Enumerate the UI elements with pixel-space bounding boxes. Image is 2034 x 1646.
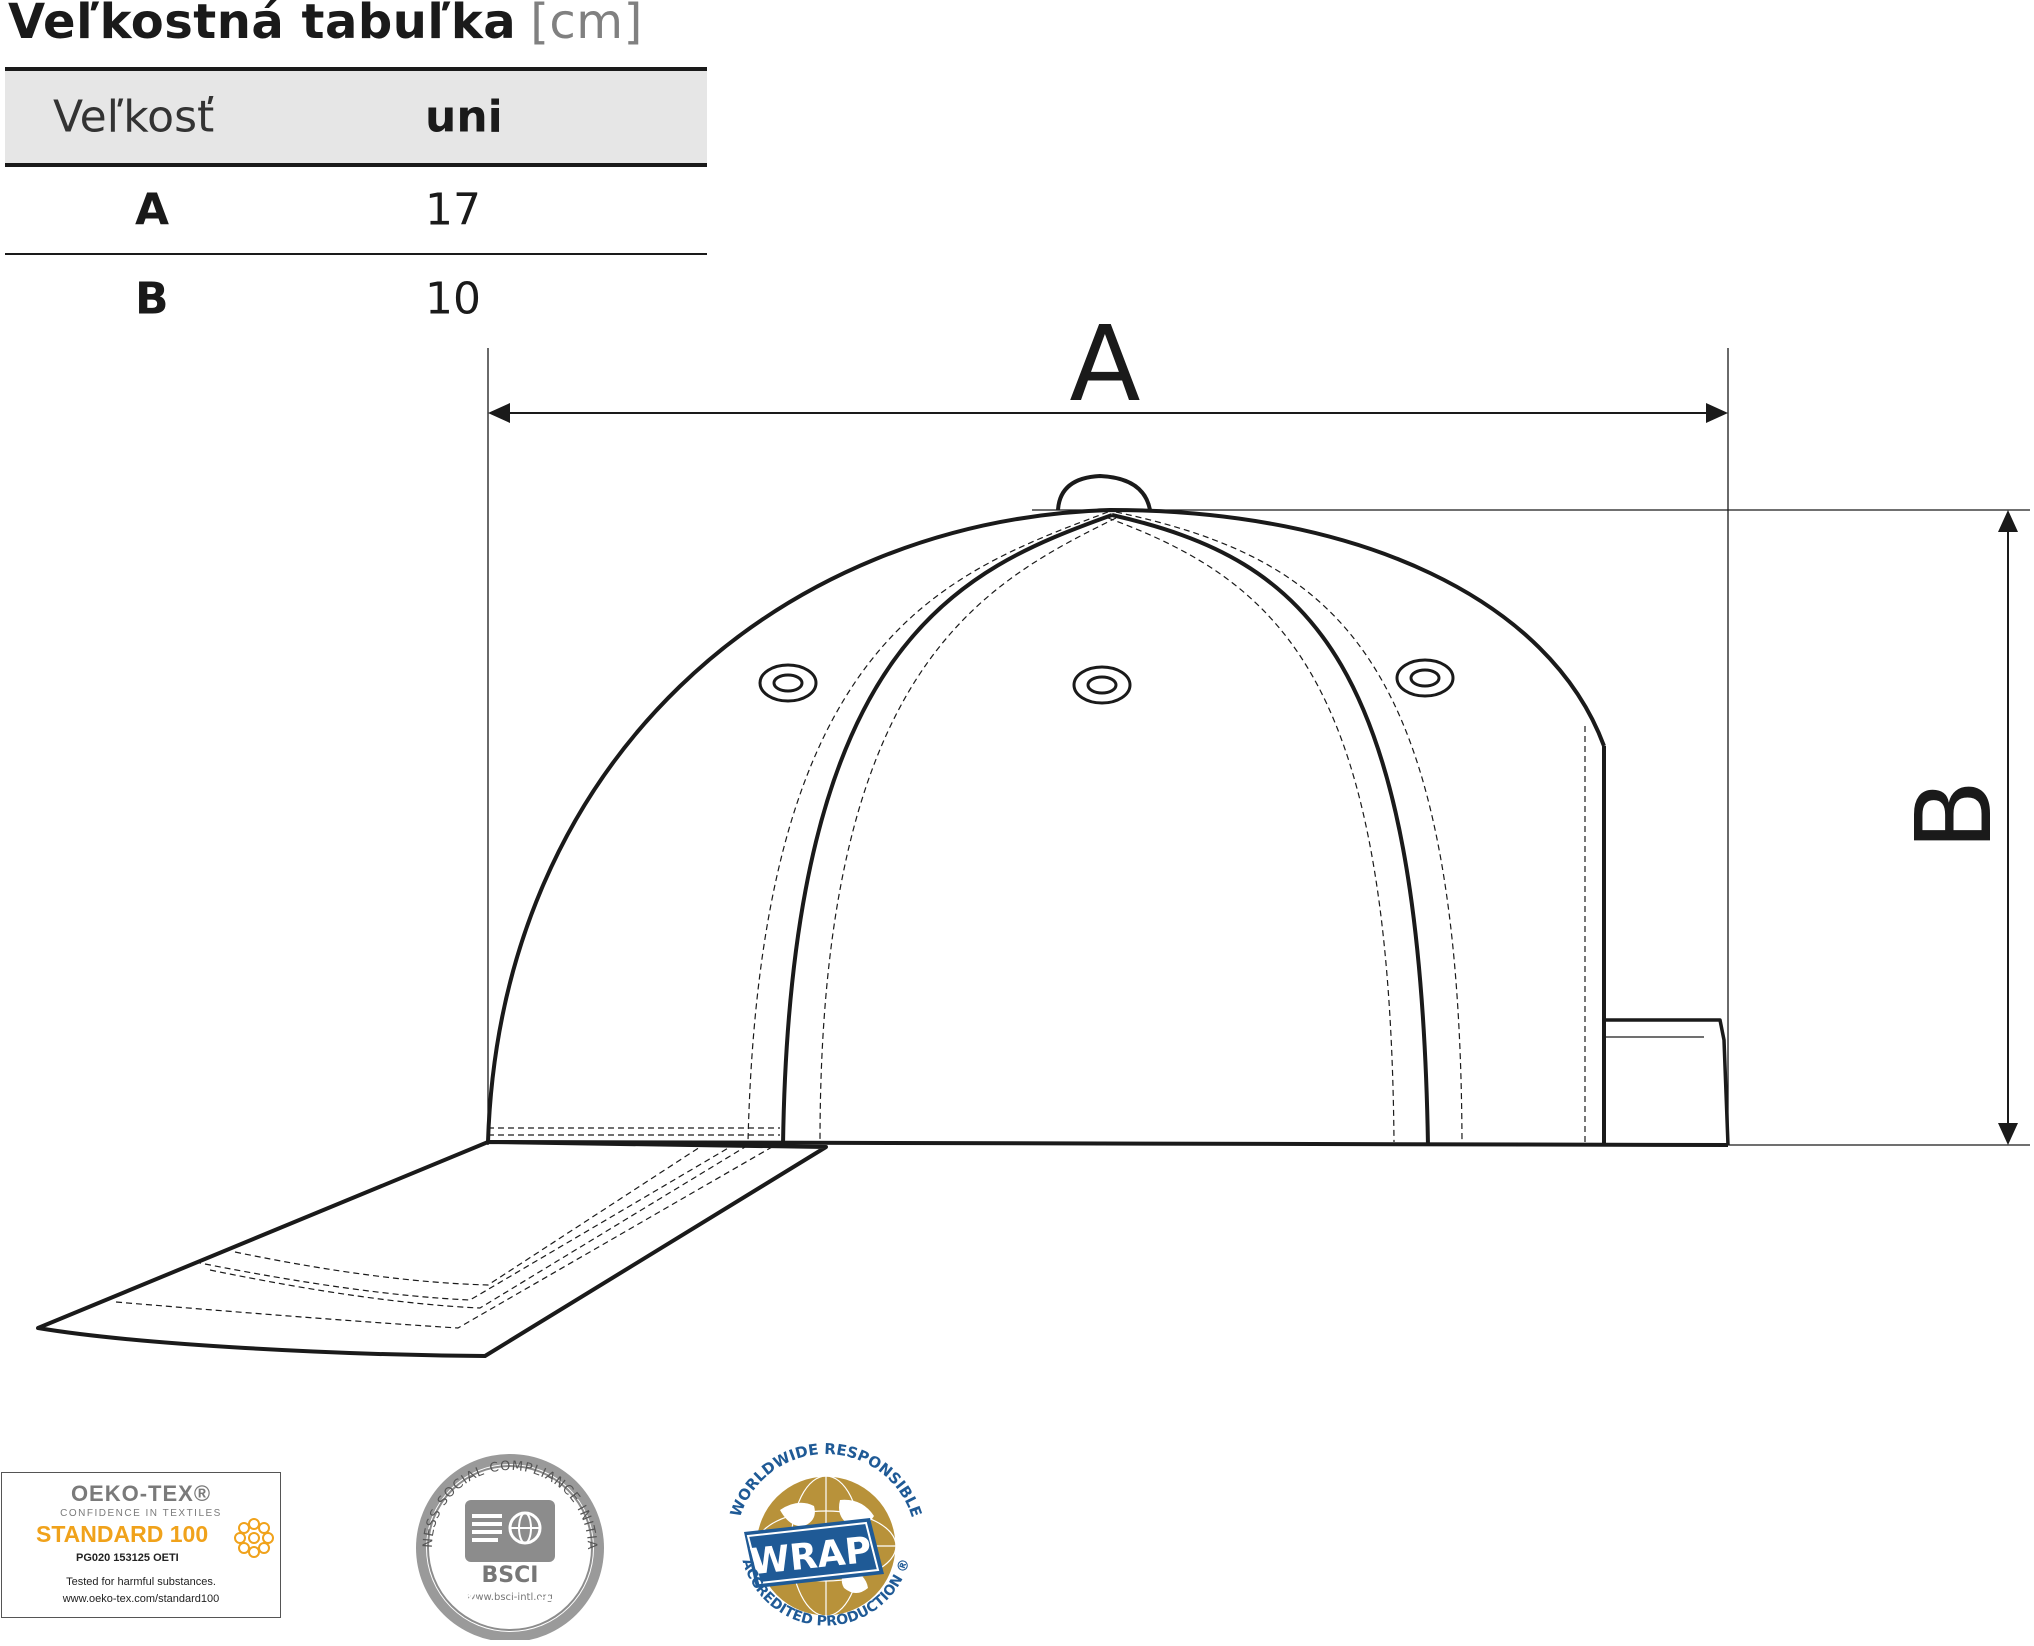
title-unit: [cm] [530, 0, 643, 50]
wrap-logo: WORLDWIDE RESPONSIBLE WRAP ACCREDITED PR… [727, 1440, 926, 1630]
row-value-b: 10 [425, 273, 481, 325]
handshake-globe-icon [472, 1511, 542, 1545]
oeko-note: Tested for harmful substances. [66, 1576, 216, 1588]
dimension-guides [487, 348, 2030, 1146]
cap-visor [36, 1140, 828, 1358]
cap-body [486, 474, 1730, 1147]
seam-rear [1111, 513, 1430, 1147]
oeko-brand: OEKO-TEX® [70, 1481, 212, 1506]
size-table: Veľkosť uni A 17 B 10 [5, 67, 707, 343]
eyelet-icon [758, 663, 818, 703]
row-label-b: B [135, 273, 169, 325]
oeko-code: PG020 153125 OETI [76, 1552, 179, 1564]
bsci-logo: BUSINESS SOCIAL COMPLIANCE INITIATIVE BS… [410, 1450, 604, 1640]
crown-outline [486, 508, 1606, 1143]
oeko-url: www.oeko-tex.com/standard100 [62, 1593, 220, 1605]
back-strap [1604, 1018, 1730, 1146]
header-value: uni [425, 91, 503, 143]
eyelet-icon [1072, 665, 1132, 705]
svg-text:www.bsci-intl.org: www.bsci-intl.org [467, 1592, 553, 1603]
title-text: Veľkostná tabuľka [8, 0, 517, 50]
arrow-down-icon [1998, 1123, 2018, 1145]
dimension-a-label: A [1069, 303, 1140, 425]
eyelets [758, 658, 1455, 705]
arrow-up-icon [1998, 510, 2018, 532]
row-value-a: 17 [425, 184, 481, 236]
table-row: B 10 [5, 255, 707, 343]
oeko-flower-icon [234, 1518, 274, 1558]
table-header-row: Veľkosť uni [5, 67, 707, 167]
arrow-right-icon [1706, 403, 1728, 423]
dimension-b-label: B [1893, 779, 2015, 850]
wrap-banner [744, 1518, 884, 1588]
arrow-left-icon [488, 403, 510, 423]
dimension-b [1998, 510, 2018, 1145]
oeko-tex-logo: OEKO-TEX® CONFIDENCE IN TEXTILES STANDAR… [1, 1472, 281, 1618]
row-label-a: A [135, 184, 170, 236]
oeko-tagline: CONFIDENCE IN TEXTILES [60, 1508, 222, 1519]
table-row: A 17 [5, 167, 707, 255]
svg-text:BSCI: BSCI [482, 1563, 539, 1588]
dimension-a [488, 403, 1728, 423]
seam-front [781, 513, 1113, 1147]
page-title: Veľkostná tabuľka [cm] [8, 0, 643, 50]
eyelet-icon [1395, 658, 1455, 698]
top-button-icon [1056, 474, 1152, 511]
header-label: Veľkosť [53, 91, 215, 143]
oeko-standard: STANDARD 100 [36, 1521, 209, 1547]
